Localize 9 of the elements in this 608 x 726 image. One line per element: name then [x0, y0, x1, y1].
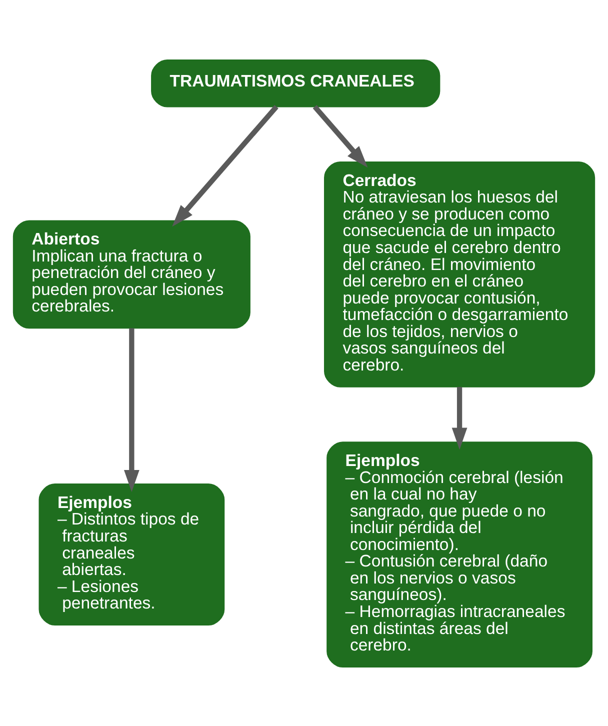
node-box: Cerrados No atraviesan los huesos del cráneo y se producen como consecuencia de un impacto que sacude el cerebro dentro del cráneo. El movimiento del cerebro en el cráneo puede provocar contusión, tumefacción o desgarramiento de los tejidos, nervios o vasos sanguíneos del cerebro.: [324, 160, 596, 387]
node-box: Abiertos Implican una fractura o penetración del cráneo y pueden provocar lesiones cerebrales.: [12, 220, 250, 328]
arrow: [124, 328, 140, 492]
arrow: [172, 104, 278, 226]
arrow: [452, 386, 468, 450]
node-box: Ejemplos – Distintos tipos de fracturas craneales abiertas. – Lesiones penetrantes.: [38, 483, 225, 626]
node-box: TRAUMATISMOS CRANEALES: [151, 59, 440, 107]
node-box: Ejemplos – Conmoción cerebral (lesión en la cual no hay sangrado, que puede o no incluir pérdida del conocimiento). – Contusión cerebral (daño en los nervios o vasos sanguíneos). – Hemorragias intracraneales en distintas áreas del cerebro.: [326, 441, 592, 667]
arrow: [312, 104, 368, 168]
